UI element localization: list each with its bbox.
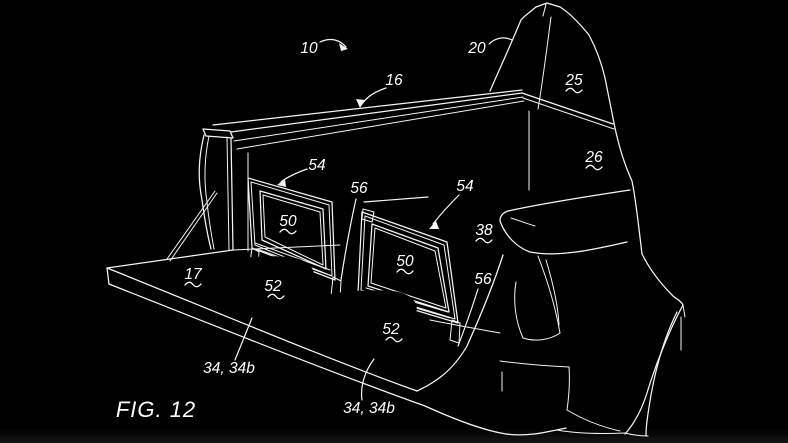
lid-crossbar-left	[254, 242, 331, 271]
table-support-strut	[166, 190, 216, 260]
fin-right-edge	[559, 6, 635, 193]
fender-right-tick	[682, 304, 686, 318]
reference-numerals: 10 20 16 25 26 54 56 54 38 50 17 50 56 5…	[184, 40, 603, 417]
wall-pillar-inner-edge	[204, 135, 215, 250]
ref-label-17: 17	[184, 266, 203, 283]
arrowhead-54-right	[429, 221, 439, 229]
console-bottom	[566, 409, 621, 432]
ref-label-34-34b-left: 34, 34b	[203, 360, 255, 377]
ref-label-52-right: 52	[382, 321, 400, 338]
lid-hinge-right-post-right	[449, 319, 461, 344]
table-support-strut2	[169, 192, 218, 262]
ref-label-38: 38	[475, 222, 493, 239]
cushion-left-edge	[514, 281, 524, 339]
leader-56-mid-b	[363, 196, 429, 203]
fender-outer-arc	[624, 304, 684, 435]
table-rear-edge	[106, 249, 234, 269]
leader-34-left	[234, 317, 253, 361]
cab-top-edge	[521, 92, 614, 125]
fin-left-edge	[489, 6, 537, 92]
cab-shoulder	[641, 253, 684, 306]
leader-54-right	[432, 194, 460, 225]
lid-panel2-right	[370, 227, 447, 309]
ref-label-56-mid: 56	[350, 180, 368, 197]
ref-label-25: 25	[564, 72, 583, 89]
fin-apex-notch	[542, 3, 547, 17]
leader-56-mid-a	[340, 198, 357, 281]
table-bottom-edge	[108, 283, 426, 407]
wall-pillar-right-edge	[230, 137, 234, 251]
wall-top-rail-3	[233, 96, 524, 142]
seat-front-bolster	[499, 220, 628, 255]
wall-pillar-top	[202, 128, 234, 139]
leader-lines	[234, 37, 513, 401]
cooktop-left	[209, 177, 342, 315]
leader-16	[361, 87, 387, 105]
ref-label-56-right: 56	[474, 271, 492, 288]
fender-inner-arc	[645, 311, 678, 437]
ref-label-54-right: 54	[456, 178, 474, 195]
console-right-edge	[566, 366, 570, 411]
wall-top-rail-4	[236, 100, 525, 150]
lid-panel-right	[367, 223, 450, 313]
table-left-face	[106, 267, 110, 285]
leader-20	[488, 37, 513, 45]
arrowhead-54-left	[277, 179, 286, 187]
ref-label-52-left: 52	[264, 278, 282, 295]
cab-right-edge	[633, 191, 643, 255]
arrowhead-10	[339, 43, 348, 51]
wall-top-rail-1	[212, 89, 523, 126]
ref-label-16: 16	[385, 72, 403, 89]
figure-caption: FIG. 12	[116, 397, 196, 422]
table-front-edge	[106, 267, 418, 392]
cooktop-right	[312, 208, 461, 349]
body-bottom-right	[556, 429, 649, 437]
ref-label-50-left: 50	[279, 213, 297, 230]
lid-corner-bracket-right	[361, 208, 375, 223]
rear-wall	[166, 89, 525, 262]
body-bottom-edge	[424, 405, 567, 436]
seat-support-a	[537, 255, 561, 334]
cab-lower-left-edge	[416, 254, 504, 392]
ref-label-10: 10	[300, 40, 318, 57]
wall-pillar-right-inner	[226, 136, 230, 251]
ref-label-54-left: 54	[308, 157, 326, 174]
seat-top-edge	[507, 189, 631, 212]
leader-56-right	[457, 288, 479, 347]
wall-pillar-left-edge	[198, 134, 212, 250]
cab-top-edge2	[522, 97, 615, 130]
arrowhead-16	[356, 99, 365, 108]
fold-out-table	[106, 249, 501, 407]
wall-top-rail-2	[230, 92, 523, 133]
seat-support-b	[545, 259, 560, 326]
ref-label-20: 20	[467, 40, 486, 57]
leader-34-right	[360, 358, 375, 401]
lid-panel2-left	[262, 194, 324, 266]
leader-10	[319, 38, 347, 48]
cab-fin	[489, 2, 635, 193]
seat-inner-seam	[510, 217, 536, 227]
ref-label-50-right: 50	[396, 253, 414, 270]
seat-nose	[499, 210, 509, 222]
cushion-bottom-curve	[522, 332, 561, 341]
fin-inner-line	[537, 16, 552, 110]
lid-outer-frame2-right	[360, 215, 456, 320]
cooktop-base-left	[209, 256, 314, 315]
console-top	[499, 360, 570, 368]
fin-top-edge	[535, 2, 561, 8]
table-rear-edge-right	[429, 319, 501, 334]
ref-label-34-34b-right: 34, 34b	[343, 400, 395, 417]
lid-outer-frame-left	[247, 177, 336, 281]
ref-label-26: 26	[584, 149, 603, 166]
cab-rear-body	[416, 189, 686, 437]
lid-outer-frame-right	[357, 211, 459, 324]
